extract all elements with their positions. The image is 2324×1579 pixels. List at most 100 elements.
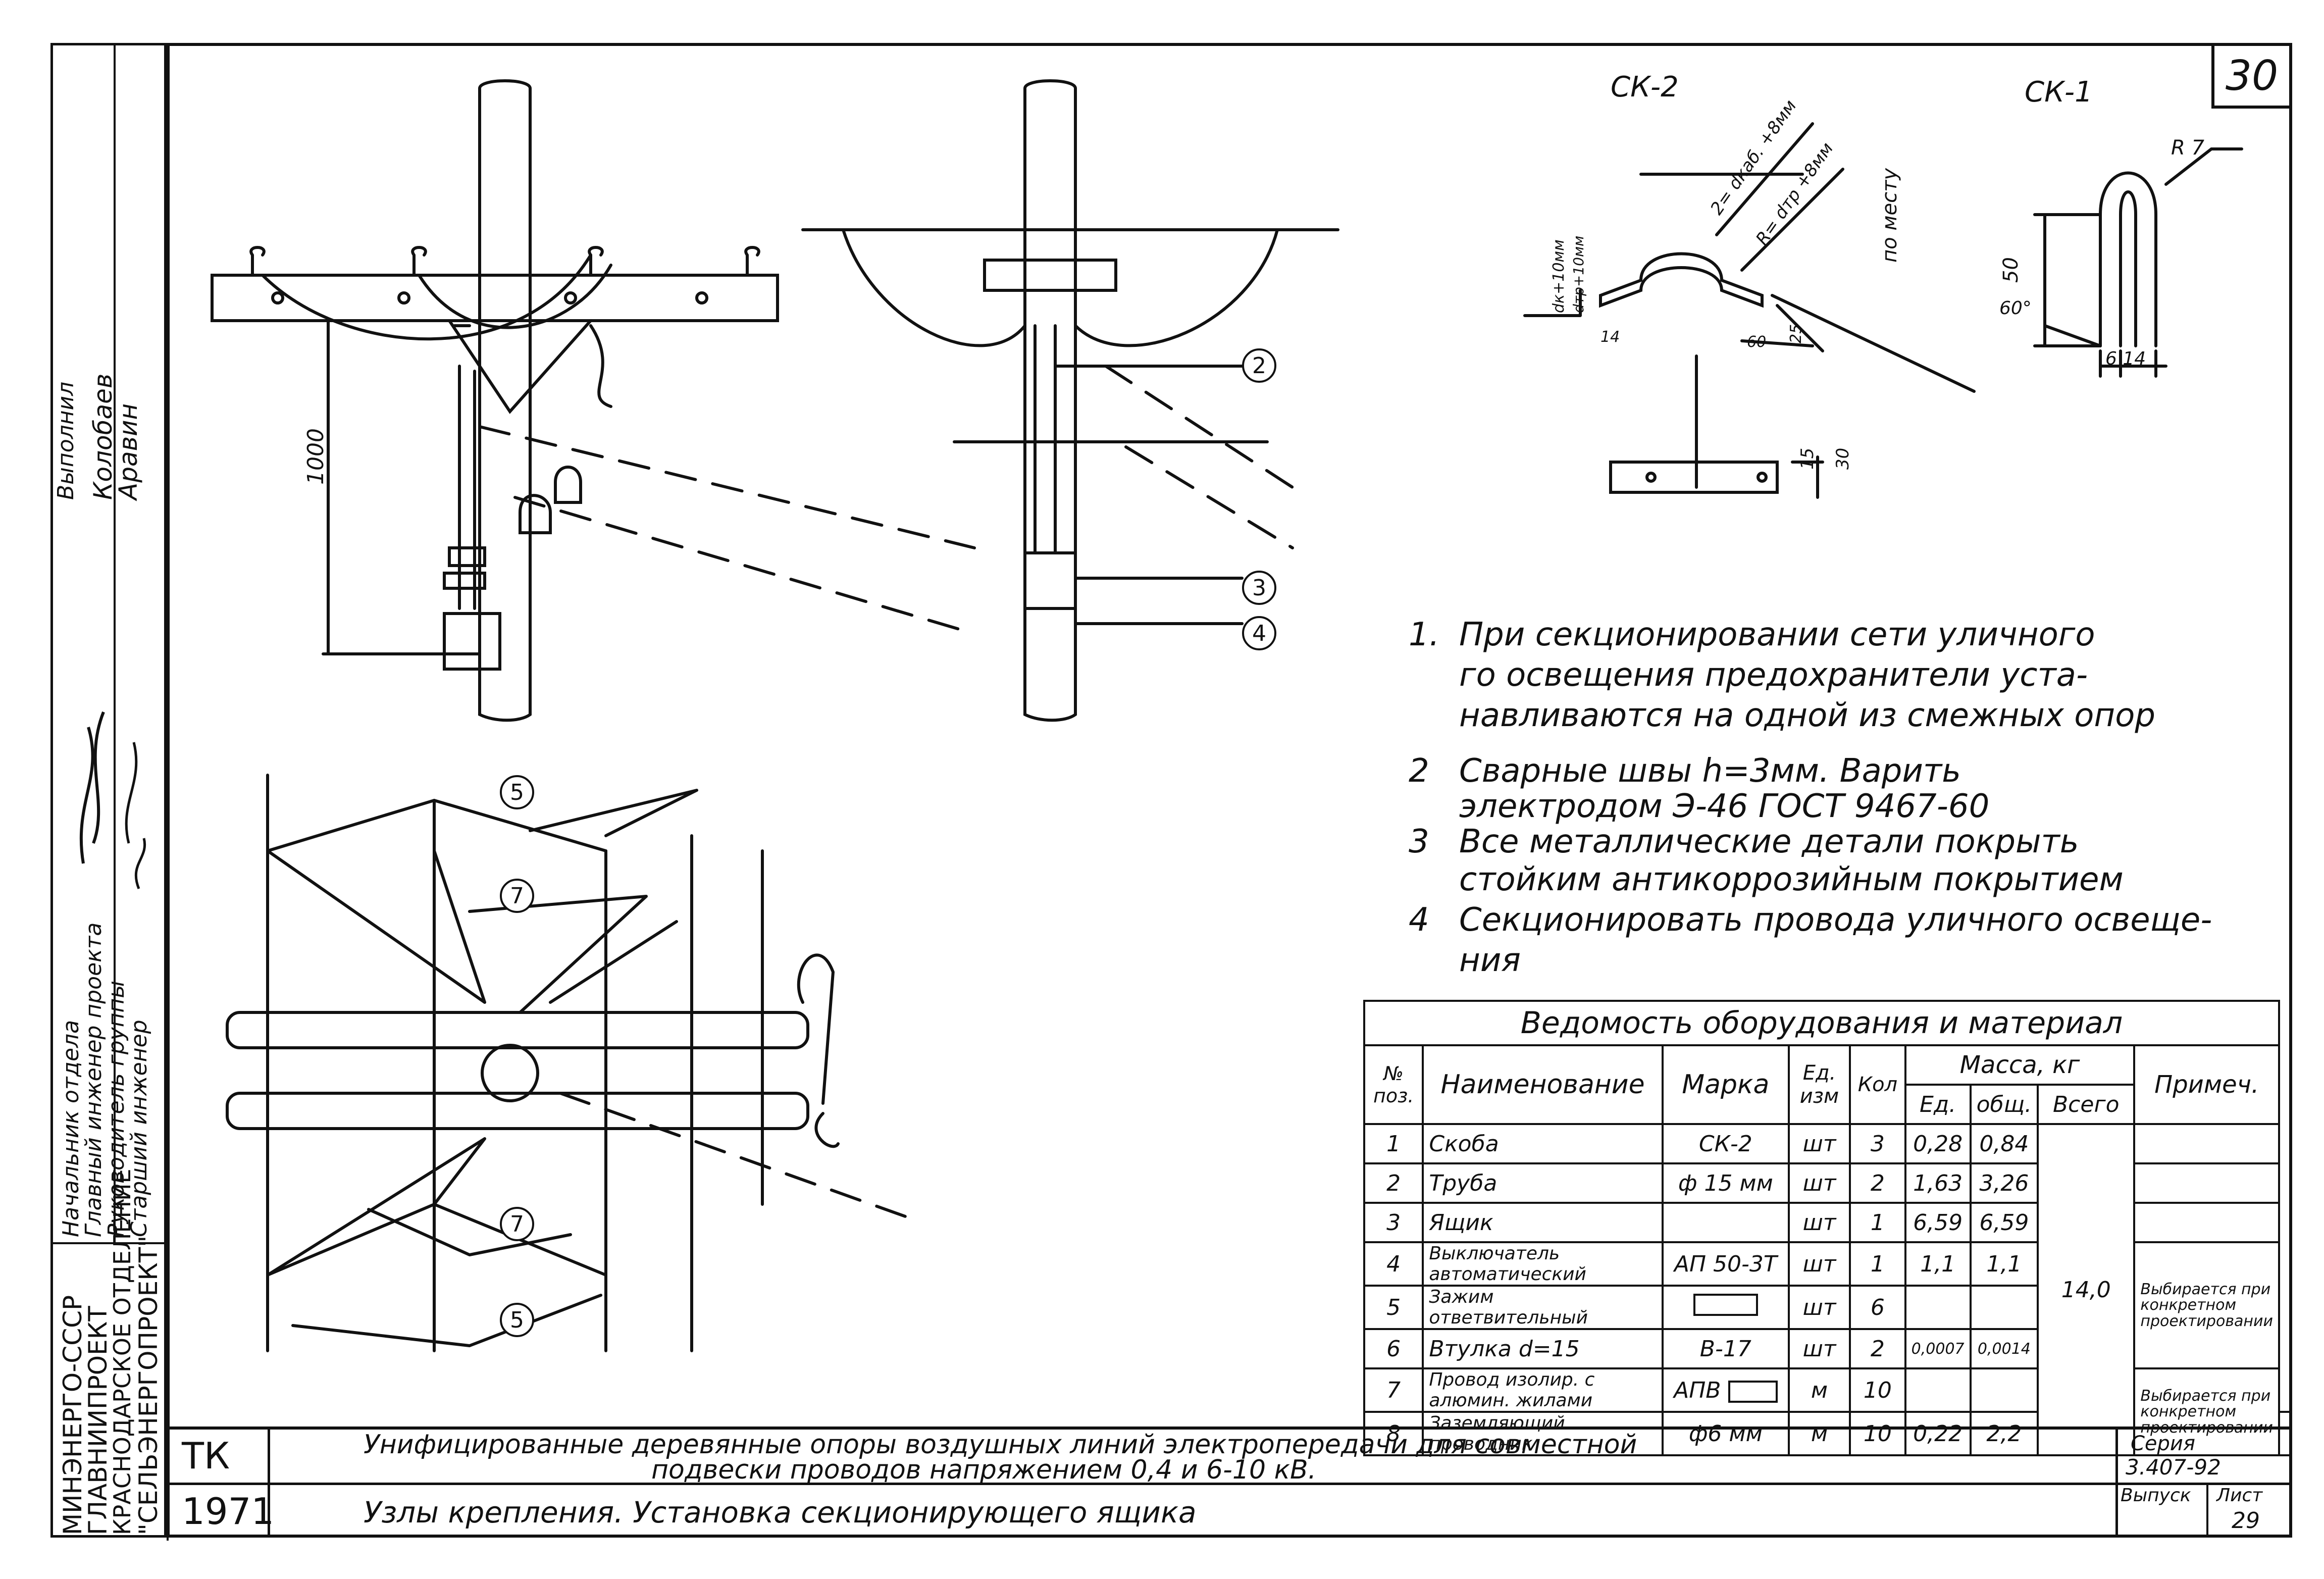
callout-7-bottom: 7 <box>500 1207 534 1241</box>
cell-unit: м <box>1787 1411 1851 1456</box>
pole-plan-view <box>226 774 915 1352</box>
cell-mark: АПВ <box>1661 1367 1790 1413</box>
spec-title: Ведомость оборудования и материал <box>1363 1000 2280 1046</box>
cell-name: Скоба <box>1422 1123 1664 1164</box>
cell-mass-unit: 0,28 <box>1904 1123 1972 1164</box>
cell-name: Зажим ответвительный <box>1422 1285 1664 1330</box>
table-row: 8 Заземляющий проводник ф6 мм м 10 0,22 … <box>1363 1411 2292 1456</box>
dim-30: 30 <box>1833 447 1853 470</box>
sheet-value: 29 <box>2232 1508 2260 1534</box>
table-row: 4 Выключатель автоматический АП 50-3Т шт… <box>1363 1241 2291 1369</box>
cell-mass-total: 1,1 <box>1969 1241 2039 1287</box>
dim-1000: 1000 <box>303 428 329 485</box>
cell-mark: ф6 мм <box>1661 1411 1790 1456</box>
dim-14: 14 <box>1600 328 1620 346</box>
sheet-number: 30 <box>2211 43 2292 109</box>
title-line-3: Узлы крепления. Установка секционирующег… <box>364 1495 1197 1530</box>
cell-mass-unit: 6,59 <box>1904 1202 1972 1243</box>
technical-drawing <box>211 79 2243 1352</box>
dim-60: 60 <box>1747 333 1767 351</box>
cell-pos: 3 <box>1363 1202 1424 1243</box>
cell-qty: 3 <box>1849 1123 1906 1164</box>
cell-mass-unit <box>1904 1285 1972 1330</box>
title-line-2: подвески проводов напряжением 0,4 и 6-10… <box>651 1455 1317 1485</box>
series-label: Серия <box>2131 1432 2195 1455</box>
stamp-role-3: Руководитель группы <box>104 980 129 1237</box>
cell-pos: 8 <box>1363 1411 1424 1456</box>
dim-60deg: 60° <box>1999 298 2032 319</box>
cell-mass-unit: 0,0007 <box>1904 1328 1972 1369</box>
cell-mass-unit: 0,22 <box>1904 1411 1972 1456</box>
cell-name: Труба <box>1422 1162 1664 1204</box>
table-row: 7 Провод изолир. с алюмин. жилами АПВ м … <box>1363 1367 2291 1456</box>
cell-unit: шт <box>1787 1123 1851 1164</box>
callout-7-top: 7 <box>500 879 534 913</box>
cell-mark: ф 15 мм <box>1661 1162 1790 1204</box>
title-line-1: Унифицированные деревянные опоры воздушн… <box>364 1430 1637 1460</box>
note-3-line-1: Все металлические детали покрыть <box>1459 823 2079 860</box>
clamp-ck2-detail <box>1523 122 1976 499</box>
label-ck2: СК-2 <box>1611 71 1679 104</box>
cell-qty: 1 <box>1849 1202 1906 1243</box>
table-row: 3 Ящик шт 1 6,59 6,59 <box>1363 1202 2291 1243</box>
spec-h-m-unit: Ед. <box>1904 1084 1972 1125</box>
cell-unit: шт <box>1787 1328 1851 1369</box>
cell-mass-all-empty <box>2278 1411 2292 1456</box>
cell-mark: В-17 <box>1661 1328 1790 1369</box>
cell-mass-unit <box>1904 1367 1972 1413</box>
pole-side-view <box>801 79 1339 722</box>
stamp-column: МИНЭНЕРГО-СССР ГЛАВНИИПРОЕКТ КРАСНОДАРСК… <box>50 43 167 1538</box>
spec-h-m-all: Всего <box>2037 1084 2136 1125</box>
note-3-num: 3 <box>1409 823 1429 860</box>
cell-note: Выбирается при конкретном проектировании <box>2133 1367 2280 1456</box>
cell-qty: 6 <box>1849 1285 1906 1330</box>
note-1-line-2: го освещения предохранители уста- <box>1459 656 2088 694</box>
cell-name: Выключатель автоматический <box>1422 1241 1664 1287</box>
cell-qty: 10 <box>1849 1411 1906 1456</box>
cell-name: Провод изолир. с алюмин. жилами <box>1422 1367 1664 1413</box>
spec-h-mass: Масса, кг <box>1904 1044 2136 1086</box>
cell-unit: шт <box>1787 1241 1851 1287</box>
dim-6-14: 6 14 <box>2105 348 2146 369</box>
cell-unit: м <box>1787 1367 1851 1413</box>
stamp-name-2: Аравин <box>114 403 143 500</box>
cell-unit: шт <box>1787 1285 1851 1330</box>
note-4-line-1: Секционировать провода уличного освеще- <box>1459 901 2212 939</box>
note-1-line-3: навливаются на одной из смежных опор <box>1459 697 2155 734</box>
cell-name: Ящик <box>1422 1202 1664 1243</box>
note-1-num: 1. <box>1409 616 1440 653</box>
label-po-mestu: по месту <box>1878 168 1901 263</box>
cell-pos: 4 <box>1363 1241 1424 1287</box>
cell-pos: 7 <box>1363 1367 1424 1413</box>
cell-unit: шт <box>1787 1162 1851 1204</box>
note-2-num: 2 <box>1409 752 1429 790</box>
cell-mass-total: 2,2 <box>1969 1411 2039 1456</box>
stamp-org-4: "СЕЛЬЭНЕРГОПРОЕКТ" <box>134 1235 163 1535</box>
spec-h-note: Примеч. <box>2133 1044 2280 1125</box>
sheet-label: Лист <box>2216 1485 2263 1506</box>
dim-dtr: dтр+10мм <box>1570 235 1587 313</box>
note-2-line-2: электродом Э-46 ГОСТ 9467-60 <box>1459 788 1990 825</box>
pole-front-view <box>211 79 976 722</box>
note-2-line-1: Сварные швы h=3мм. Варить <box>1459 752 1961 790</box>
drawing-frame <box>167 43 2292 1538</box>
issue-label: Выпуск <box>2121 1485 2191 1506</box>
cell-mass-total: 6,59 <box>1969 1202 2039 1243</box>
dim-25: 25 <box>1787 324 1805 343</box>
cell-pos: 5 <box>1363 1285 1424 1330</box>
stamp-role-4: Старший инженер <box>126 1020 152 1237</box>
cell-mass-total <box>1969 1367 2039 1413</box>
cell-pos: 2 <box>1363 1162 1424 1204</box>
clamp-ck1-detail <box>2033 147 2243 378</box>
cell-mass-total: 0,0014 <box>1969 1328 2039 1369</box>
cell-mass-unit: 1,1 <box>1904 1241 1972 1287</box>
cell-note <box>2133 1123 2280 1164</box>
cell-qty: 2 <box>1849 1328 1906 1369</box>
stamp-header: Выполнил <box>53 381 79 500</box>
note-1-line-1: При секционировании сети уличного <box>1459 616 2095 653</box>
note-4-num: 4 <box>1409 901 1429 939</box>
cell-mass-total <box>1969 1285 2039 1330</box>
cell-mark: АП 50-3Т <box>1661 1241 1790 1287</box>
callout-3: 3 <box>1242 571 1276 605</box>
cell-name: Втулка d=15 <box>1422 1328 1664 1369</box>
